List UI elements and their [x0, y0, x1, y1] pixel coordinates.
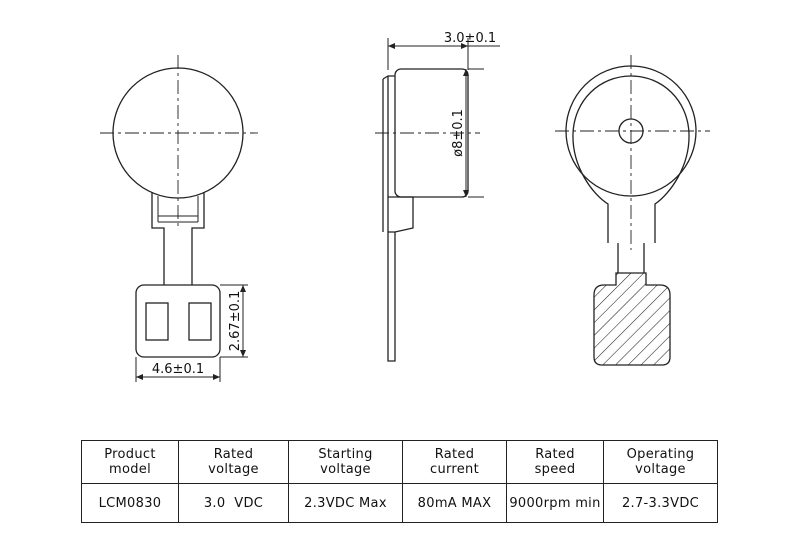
thickness-dimension: [387, 38, 500, 70]
value-cell: 3.0 VDC: [178, 483, 289, 523]
thickness-label: 3.0±0.1: [444, 31, 496, 46]
value-cell: 2.3VDC Max: [288, 483, 403, 523]
solder-pad-right: [188, 302, 212, 341]
pad-width-label: 4.6±0.1: [152, 362, 204, 377]
value-cell: LCM0830: [81, 483, 179, 523]
pad-height-dimension: [220, 284, 248, 358]
fpc-inner-lines: [157, 196, 199, 223]
side-view: [375, 68, 480, 362]
value-cell: 2.7-3.3VDC: [603, 483, 718, 523]
diameter-dimension: [463, 68, 484, 198]
technical-drawing: 4.6±0.1 2.67±0.1 3.0±0.1 ø8±0.1: [100, 31, 710, 382]
pad-width-dimension: [135, 357, 221, 382]
side-flange-top: [382, 75, 395, 80]
table-row: LCM0830 3.0 VDC 2.3VDC Max 80mA MAX 9000…: [81, 483, 718, 523]
value-cell: 9000rpm min: [506, 483, 604, 523]
solder-pad-left: [145, 302, 169, 341]
rear-fpc-neck: [617, 243, 645, 273]
rear-view: [555, 55, 710, 366]
pad-height-label: 2.67±0.1: [228, 291, 243, 352]
fpc-neck: [151, 192, 165, 285]
side-fpc: [387, 232, 396, 362]
rear-hatched-pad: [593, 272, 671, 366]
side-bracket: [388, 196, 414, 233]
front-view: [100, 55, 258, 358]
fpc-pad: [135, 284, 221, 358]
value-cell: 80mA MAX: [402, 483, 507, 523]
diameter-label: ø8±0.1: [451, 109, 466, 157]
fpc-neck-right: [191, 192, 205, 285]
